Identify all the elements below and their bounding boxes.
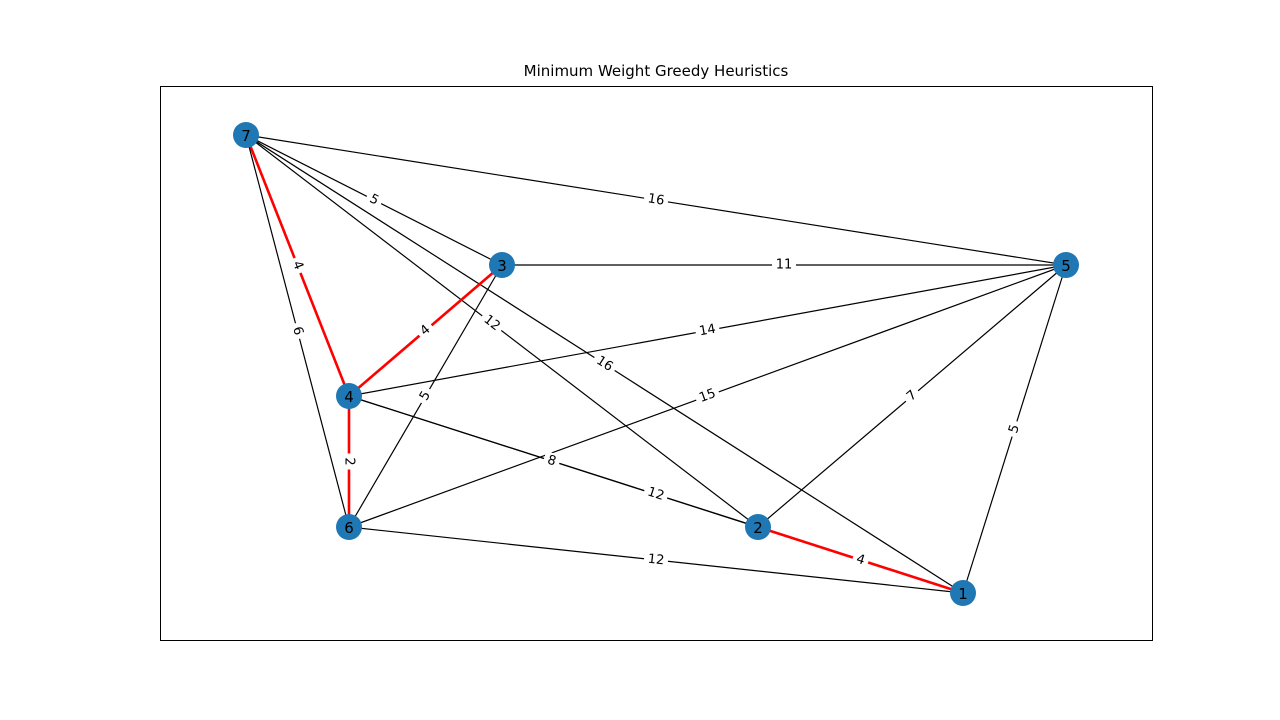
edge-label-background (642, 190, 670, 210)
edge-label-3-6: 5 (414, 385, 437, 407)
edge-label-7-5: 16 (642, 190, 670, 210)
node-circle (336, 514, 362, 540)
edge-label-6-1: 12 (643, 550, 669, 570)
edge-label-7-3: 5 (363, 189, 385, 211)
edge-label-4-1: 8 (541, 450, 562, 472)
edge-label-5-1: 5 (1004, 418, 1025, 440)
edge-label-background (287, 321, 308, 341)
node-circle (336, 383, 362, 409)
edge-label-background (414, 319, 437, 342)
edge-label-2-1: 4 (850, 549, 871, 571)
diagram-title: Minimum Weight Greedy Heuristics (523, 62, 789, 80)
node-label: 4 (344, 388, 354, 406)
node-circle (950, 580, 976, 606)
edge-label-background (590, 350, 619, 378)
node-label: 6 (344, 519, 354, 537)
edge-label-7-6: 6 (287, 321, 308, 341)
edge-label-background (341, 453, 357, 470)
node-7: 7 (233, 122, 259, 148)
node-circle (1053, 252, 1079, 278)
edge-weight-text: 15 (697, 386, 718, 406)
node-label: 5 (1061, 257, 1071, 275)
edge-label-3-4: 4 (414, 319, 437, 342)
node-4: 4 (336, 383, 362, 409)
node-circle (489, 252, 515, 278)
edge-label-2-5: 7 (900, 384, 924, 408)
edge-label-background (641, 482, 670, 506)
edge-label-4-6: 2 (341, 453, 357, 470)
edge-label-background (1004, 418, 1025, 440)
edge-label-background (694, 320, 721, 341)
edge-label-background (477, 309, 507, 337)
edge-label-4-2: 12 (641, 482, 670, 506)
edge-label-background (541, 450, 562, 472)
edge-label-background (900, 384, 924, 408)
edge-label-7-1: 16 (590, 350, 619, 378)
edge-7-2 (245, 134, 759, 528)
edge-label-3-5: 11 (772, 257, 796, 273)
node-3: 3 (489, 252, 515, 278)
edge-label-background (287, 255, 308, 276)
edge-weight-text: 14 (698, 322, 717, 340)
edge-weight-text: 6 (289, 325, 306, 337)
edge-weight-text: 16 (647, 191, 666, 208)
edge-label-background (643, 550, 669, 570)
plot-frame (160, 86, 1153, 641)
edge-label-background (693, 384, 722, 408)
node-1: 1 (950, 580, 976, 606)
node-label: 2 (753, 519, 763, 537)
edge-label-7-2: 12 (477, 309, 507, 337)
node-circle (233, 122, 259, 148)
edge-weight-text: 12 (647, 552, 665, 569)
edge-label-7-4: 4 (287, 255, 308, 276)
node-2: 2 (745, 514, 771, 540)
edge-label-background (850, 549, 871, 571)
node-circle (745, 514, 771, 540)
node-6: 6 (336, 514, 362, 540)
node-5: 5 (1053, 252, 1079, 278)
edge-label-6-5: 15 (693, 384, 722, 408)
edge-weight-text: 12 (646, 485, 666, 504)
edge-labels-layer: 16 5 4 6 12 16 11 4 5 14 2 12 8 15 12 7 4 5 (287, 189, 1025, 571)
node-label: 1 (958, 585, 968, 603)
edge-weight-text: 11 (776, 258, 793, 273)
node-label: 3 (497, 257, 507, 275)
edge-label-background (363, 189, 385, 211)
edge-weight-text: 2 (342, 457, 357, 465)
edge-label-background (772, 257, 796, 273)
edge-label-background (414, 385, 437, 407)
node-label: 7 (241, 127, 251, 145)
edge-label-4-5: 14 (694, 320, 721, 341)
